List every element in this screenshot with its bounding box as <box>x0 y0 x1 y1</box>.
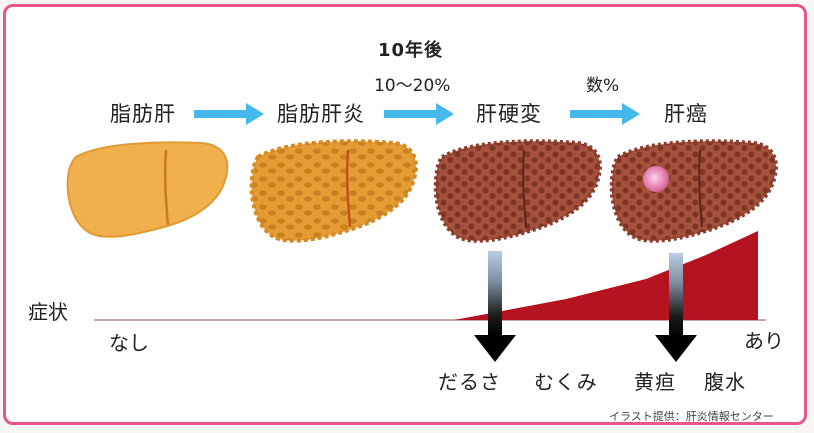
stage-label-cancer: 肝癌 <box>664 102 708 126</box>
tumor-icon <box>643 166 669 192</box>
illustration-credit: イラスト提供：肝炎情報センター <box>609 410 774 423</box>
down-arrow-cirrhosis <box>474 251 516 362</box>
diagram-frame: 10年後 10〜20% 数% 脂肪肝 脂肪肝炎 肝硬変 肝癌 症状 なし あり … <box>3 4 807 425</box>
stage-label-cirrhosis: 肝硬変 <box>476 102 542 126</box>
stage-arrow-2 <box>384 103 454 125</box>
stage-label-fatty-liver: 脂肪肝 <box>110 102 176 126</box>
years-label: 10年後 <box>378 40 444 61</box>
progression-rate-2: 数% <box>586 76 620 96</box>
symptom-present-label: あり <box>744 329 784 353</box>
symptom-axis-label: 症状 <box>28 300 68 324</box>
smooth-liver-icon <box>66 141 229 238</box>
symptom-edema: むくみ <box>534 370 598 394</box>
stage-arrow-3 <box>570 103 640 125</box>
stage-label-nash: 脂肪肝炎 <box>277 102 365 126</box>
progression-rate-1: 10〜20% <box>374 76 451 96</box>
bumpy-liver-icon <box>249 139 418 243</box>
symptom-fatigue: だるさ <box>438 370 501 394</box>
down-arrow-cancer <box>655 253 697 362</box>
illustration-layer <box>66 103 778 362</box>
symptom-ascites: 腹水 <box>704 370 746 394</box>
cancerous-liver-icon <box>609 139 778 243</box>
stage-arrow-1 <box>194 103 264 125</box>
symptom-jaundice: 黄疸 <box>634 370 676 394</box>
symptom-none-label: なし <box>109 331 149 355</box>
cirrhotic-liver-icon <box>433 139 602 243</box>
